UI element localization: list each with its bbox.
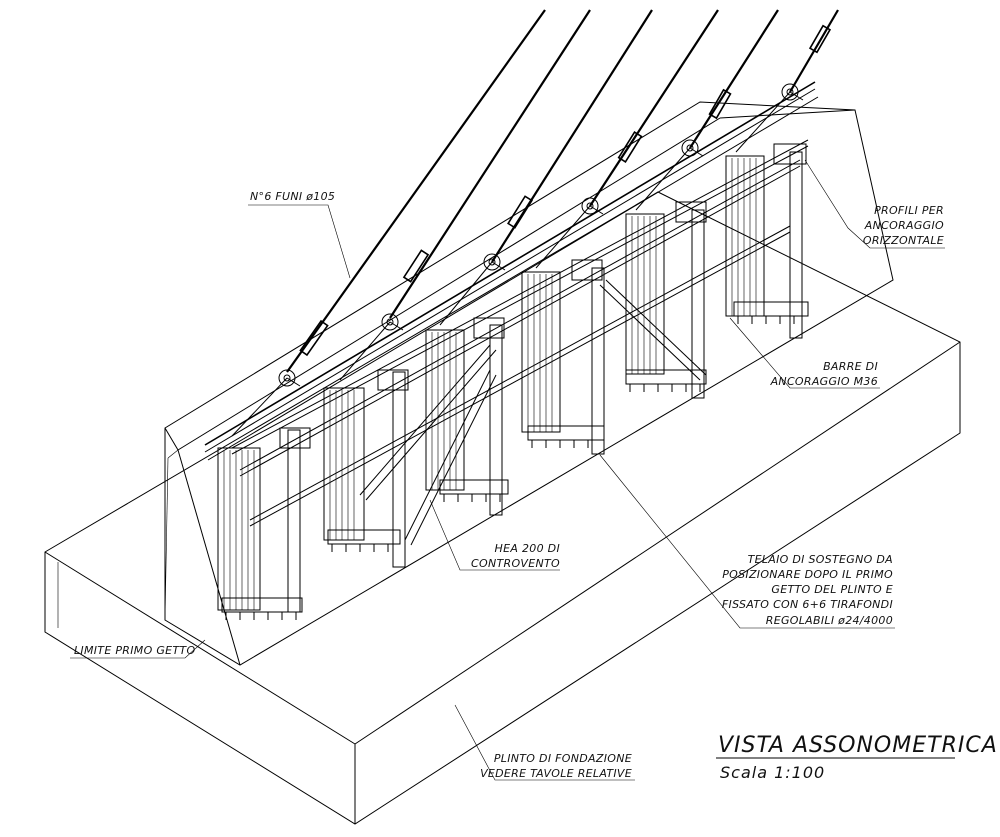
label-profili-2: ANCORAGGIO	[864, 219, 944, 232]
label-profili-3: ORIZZONTALE	[863, 234, 944, 247]
cable-4	[535, 9, 719, 269]
view-title: VISTA ASSONOMETRICA	[718, 733, 998, 758]
label-barre-1: BARRE DI	[823, 360, 878, 373]
cable-1	[231, 9, 546, 437]
label-plinto-2: VEDERE TAVOLE RELATIVE	[480, 767, 632, 780]
label-telaio-5: REGOLABILI ø24/4000	[766, 614, 893, 627]
label-telaio-1: TELAIO DI SOSTEGNO DA	[748, 553, 893, 566]
view-scale: Scala 1:100	[720, 763, 825, 782]
cables	[231, 9, 839, 437]
label-funi: N°6 FUNI ø105	[250, 190, 335, 203]
support-frame	[217, 143, 809, 620]
frame-group-3	[425, 317, 509, 516]
cable-3	[439, 9, 653, 326]
cable-6	[735, 9, 839, 153]
frame-group-1	[217, 427, 311, 620]
frame-group-4	[521, 259, 707, 455]
label-profili-1: PROFILI PER	[874, 204, 944, 217]
frame-group-5	[625, 201, 707, 399]
cable-5	[635, 9, 779, 211]
frame-group-6	[725, 143, 809, 339]
label-limite: LIMITE PRIMO GETTO	[74, 644, 195, 657]
first-cast-block	[164, 101, 894, 666]
label-telaio-4: FISSATO CON 6+6 TIRAFONDI	[722, 598, 893, 611]
frame-group-2	[323, 344, 497, 568]
title-block: VISTA ASSONOMETRICA Scala 1:100	[716, 733, 998, 782]
leader-lines	[70, 159, 945, 781]
label-telaio-2: POSIZIONARE DOPO IL PRIMO	[722, 568, 893, 581]
label-hea-1: HEA 200 DI	[495, 542, 560, 555]
label-hea-2: CONTROVENTO	[471, 557, 560, 570]
cable-2	[339, 9, 591, 381]
label-plinto-1: PLINTO DI FONDAZIONE	[494, 752, 632, 765]
horizontal-anchor-profiles	[204, 81, 819, 527]
label-telaio-3: GETTO DEL PLINTO E	[771, 583, 893, 596]
callout-labels: N°6 FUNI ø105 PROFILI PER ANCORAGGIO ORI…	[74, 190, 944, 780]
label-barre-2: ANCORAGGIO M36	[770, 375, 878, 388]
